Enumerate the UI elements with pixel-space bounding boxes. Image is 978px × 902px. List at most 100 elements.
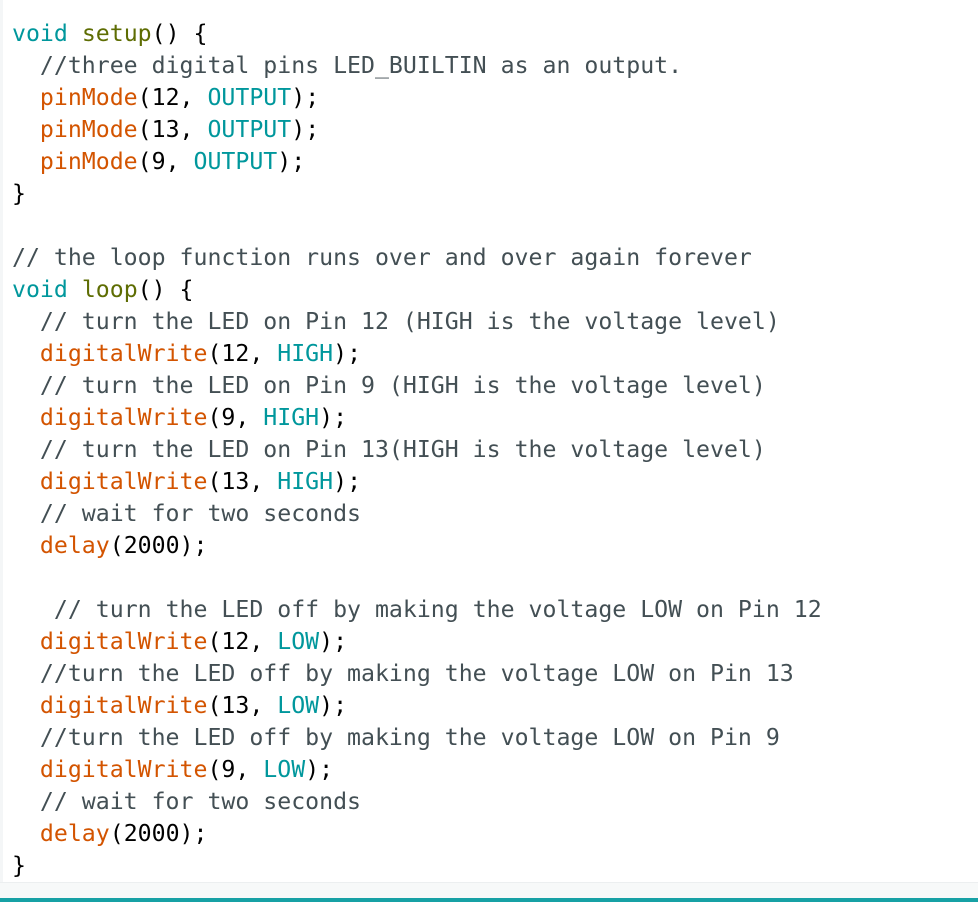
- code-line[interactable]: // turn the LED on Pin 9 (HIGH is the vo…: [12, 370, 822, 402]
- code-line[interactable]: pinMode(13, OUTPUT);: [12, 114, 822, 146]
- code-token: (2000);: [109, 532, 208, 559]
- code-editor[interactable]: void setup() { //three digital pins LED_…: [0, 0, 978, 882]
- code-line[interactable]: digitalWrite(9, HIGH);: [12, 402, 822, 434]
- keyword-token: LOW: [263, 756, 306, 783]
- code-token: }: [12, 852, 26, 879]
- function-token: digitalWrite: [39, 628, 208, 655]
- keyword-token: HIGH: [277, 340, 334, 367]
- keyword-token: HIGH: [263, 404, 320, 431]
- comment-token: // the loop function runs over and over …: [12, 244, 752, 271]
- keyword-token: void: [12, 20, 68, 47]
- code-line[interactable]: //turn the LED off by making the voltage…: [12, 658, 822, 690]
- code-line[interactable]: }: [12, 178, 822, 210]
- function-token: delay: [39, 820, 110, 847]
- code-line[interactable]: // wait for two seconds: [12, 498, 822, 530]
- code-token: );: [319, 628, 348, 655]
- code-token: [12, 532, 40, 559]
- code-line[interactable]: digitalWrite(13, HIGH);: [12, 466, 822, 498]
- code-token: [68, 276, 82, 303]
- comment-token: // turn the LED off by making the voltag…: [53, 596, 822, 623]
- code-line[interactable]: [12, 562, 822, 594]
- code-line[interactable]: pinMode(9, OUTPUT);: [12, 146, 822, 178]
- code-token: );: [319, 404, 348, 431]
- code-token: (12,: [207, 628, 278, 655]
- code-token: [12, 340, 40, 367]
- code-token: );: [305, 756, 334, 783]
- comment-token: //turn the LED off by making the voltage…: [39, 724, 780, 751]
- code-line[interactable]: }: [12, 850, 822, 882]
- code-token: [12, 404, 40, 431]
- comment-token: // wait for two seconds: [39, 500, 362, 527]
- function-token: digitalWrite: [39, 692, 208, 719]
- function-token: digitalWrite: [39, 404, 208, 431]
- code-token: [12, 660, 40, 687]
- code-token: (9,: [207, 756, 264, 783]
- comment-token: // turn the LED on Pin 13(HIGH is the vo…: [39, 436, 766, 463]
- code-token: );: [319, 692, 348, 719]
- code-line[interactable]: // turn the LED off by making the voltag…: [12, 594, 822, 626]
- code-token: [12, 84, 40, 111]
- function-token: delay: [39, 532, 110, 559]
- code-token: [12, 628, 40, 655]
- code-line[interactable]: delay(2000);: [12, 818, 822, 850]
- code-token: (2000);: [109, 820, 208, 847]
- code-token: );: [333, 468, 362, 495]
- code-line[interactable]: void loop() {: [12, 274, 822, 306]
- code-line[interactable]: void setup() {: [12, 18, 822, 50]
- code-line[interactable]: delay(2000);: [12, 530, 822, 562]
- code-token: [12, 52, 40, 79]
- code-text-area[interactable]: void setup() { //three digital pins LED_…: [12, 18, 822, 882]
- code-line[interactable]: pinMode(12, OUTPUT);: [12, 82, 822, 114]
- code-token: () {: [137, 276, 194, 303]
- code-token: (9,: [207, 404, 264, 431]
- function-token: digitalWrite: [39, 468, 208, 495]
- code-token: [12, 116, 40, 143]
- code-token: (12,: [137, 84, 208, 111]
- code-line[interactable]: // turn the LED on Pin 12 (HIGH is the v…: [12, 306, 822, 338]
- function-token: pinMode: [39, 148, 138, 175]
- code-token: );: [291, 84, 320, 111]
- code-token: [12, 820, 40, 847]
- code-token: [12, 724, 40, 751]
- keyword-token: LOW: [277, 692, 320, 719]
- comment-token: // turn the LED on Pin 12 (HIGH is the v…: [39, 308, 780, 335]
- keyword-token: OUTPUT: [207, 84, 292, 111]
- code-token: (13,: [207, 468, 278, 495]
- comment-token: //three digital pins LED_BUILTIN as an o…: [39, 52, 683, 79]
- code-token: );: [291, 116, 320, 143]
- code-token: [12, 788, 40, 815]
- code-token: [12, 372, 40, 399]
- code-token: (12,: [207, 340, 278, 367]
- function-token: pinMode: [39, 116, 138, 143]
- code-line[interactable]: // wait for two seconds: [12, 786, 822, 818]
- code-line[interactable]: // the loop function runs over and over …: [12, 242, 822, 274]
- code-token: [12, 308, 40, 335]
- editor-bottom-margin: [0, 882, 978, 899]
- comment-token: //turn the LED off by making the voltage…: [39, 660, 794, 687]
- code-token: [68, 20, 82, 47]
- function-token: digitalWrite: [39, 340, 208, 367]
- code-token: (13,: [207, 692, 278, 719]
- keyword-token: OUTPUT: [193, 148, 278, 175]
- code-token: }: [12, 180, 26, 207]
- code-token: [12, 468, 40, 495]
- code-token: (9,: [137, 148, 194, 175]
- code-line[interactable]: //three digital pins LED_BUILTIN as an o…: [12, 50, 822, 82]
- code-line[interactable]: digitalWrite(9, LOW);: [12, 754, 822, 786]
- code-line[interactable]: // turn the LED on Pin 13(HIGH is the vo…: [12, 434, 822, 466]
- function-token: pinMode: [39, 84, 138, 111]
- code-token: [12, 756, 40, 783]
- user-function-token: loop: [81, 276, 138, 303]
- function-token: digitalWrite: [39, 756, 208, 783]
- comment-token: // wait for two seconds: [39, 788, 362, 815]
- code-token: (13,: [137, 116, 208, 143]
- user-function-token: setup: [81, 20, 152, 47]
- code-line[interactable]: digitalWrite(12, LOW);: [12, 626, 822, 658]
- code-line[interactable]: digitalWrite(12, HIGH);: [12, 338, 822, 370]
- comment-token: // turn the LED on Pin 9 (HIGH is the vo…: [39, 372, 766, 399]
- code-line[interactable]: digitalWrite(13, LOW);: [12, 690, 822, 722]
- code-line[interactable]: //turn the LED off by making the voltage…: [12, 722, 822, 754]
- code-token: );: [277, 148, 306, 175]
- editor-bottom-accent-bar: [0, 898, 978, 902]
- code-line[interactable]: [12, 210, 822, 242]
